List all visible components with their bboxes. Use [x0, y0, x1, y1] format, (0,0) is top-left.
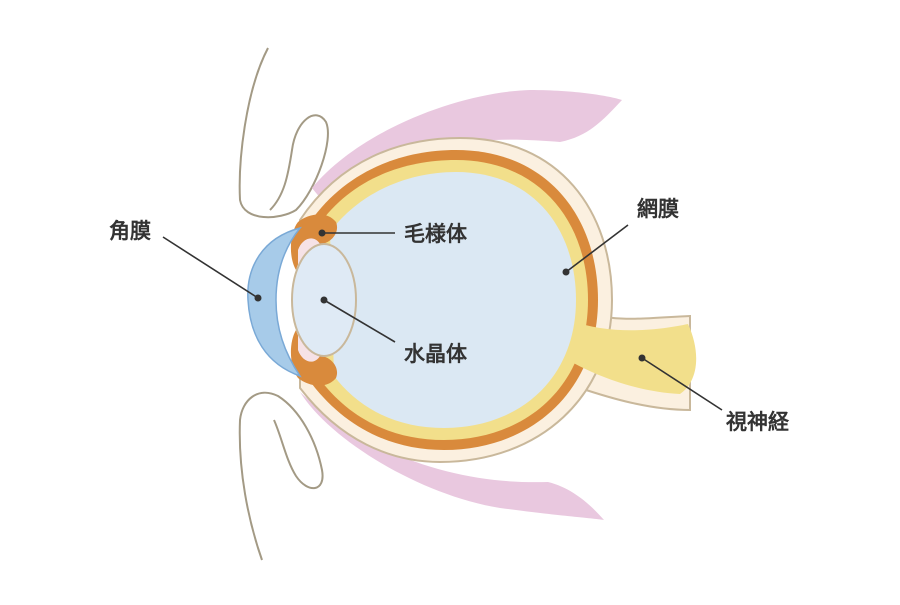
upper-eyelid [238, 47, 329, 219]
vitreous-body [330, 172, 576, 428]
cornea-leader-line [162, 236, 259, 299]
label-optic-nerve: 視神経 [725, 410, 790, 434]
optic-nerve [568, 320, 697, 394]
ciliary-body-dot [318, 229, 326, 237]
upper-eye-muscle [312, 90, 622, 210]
lower-eye-muscle [300, 392, 604, 520]
optic-nerve-dot [638, 354, 646, 362]
retina-dot [562, 268, 570, 276]
leader-lines [162, 224, 723, 411]
lens-leader-line [323, 299, 396, 343]
label-lens: 水晶体 [404, 342, 468, 366]
label-ciliary-body: 毛様体 [404, 222, 468, 246]
cornea [247, 226, 303, 378]
label-retina: 網膜 [637, 197, 679, 221]
optic-nerve-leader-line [641, 357, 723, 411]
lens-dot [320, 296, 328, 304]
lower-eyelid [238, 391, 324, 561]
cornea-dot [254, 294, 262, 302]
label-cornea: 角膜 [109, 219, 151, 243]
leader-dots [254, 229, 646, 362]
retina-leader-line [565, 224, 629, 273]
